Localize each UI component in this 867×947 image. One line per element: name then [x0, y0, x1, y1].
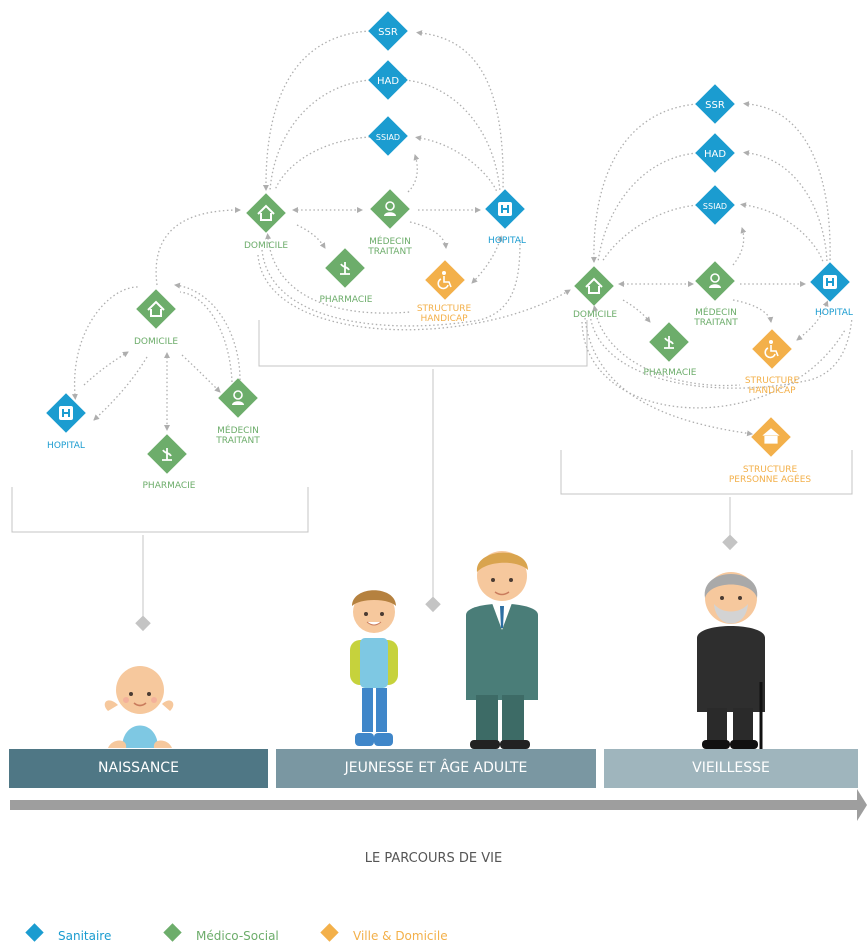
label-handicap-line1: STRUCTURE — [416, 304, 472, 314]
label-medecin-line1: MÉDECIN — [369, 237, 411, 247]
label-domicile: DOMICILE — [572, 310, 618, 320]
node-text: SSIAD — [376, 133, 400, 142]
pharmacy-icon — [340, 262, 350, 275]
cluster-vieillesse — [581, 101, 853, 437]
bracket-naissance — [11, 487, 309, 533]
node-hopital — [485, 189, 525, 229]
node-text: SSR — [705, 100, 725, 111]
wheelchair-icon — [442, 271, 446, 275]
house-icon — [257, 204, 275, 221]
house-icon — [147, 300, 165, 317]
label-domicile: DOMICILE — [243, 241, 289, 251]
legend-ville-domicile-label: Ville & Domicile — [353, 929, 448, 943]
label-medecin-line2: TRAITANT — [694, 318, 738, 328]
node-pharmacie — [649, 322, 689, 362]
label-handicap-line1: STRUCTURE — [744, 376, 800, 386]
adult-illustration — [466, 551, 538, 749]
node-medecin — [218, 378, 258, 418]
label-hopital: HOPITAL — [47, 441, 85, 451]
label-medecin-line1: MÉDECIN — [695, 308, 737, 318]
label-handicap-line2: HANDICAP — [420, 314, 468, 324]
timeline-arrowhead — [857, 789, 867, 821]
connector-diamond — [135, 615, 151, 632]
node-pharmacie — [147, 434, 187, 474]
node-ssr: SSR — [368, 11, 408, 51]
node-had: HAD — [368, 60, 408, 100]
legend-medico-social-label: Médico-Social — [196, 929, 279, 943]
node-text: SSR — [378, 27, 398, 38]
node-domicile — [136, 289, 176, 329]
legend-sanitaire-label: Sanitaire — [58, 929, 112, 943]
connector-diamond — [425, 596, 441, 613]
timeline-label: LE PARCOURS DE VIE — [364, 851, 503, 866]
stage-naissance: NAISSANCE — [9, 749, 268, 788]
node-text: HAD — [704, 149, 726, 160]
doctor-icon — [710, 273, 720, 283]
node-text: HAD — [377, 76, 399, 87]
label-pharmacie: PHARMACIE — [142, 481, 196, 491]
cluster-jeunesse — [257, 30, 571, 331]
node-structure-handicap — [752, 329, 792, 369]
doctor-icon — [233, 390, 243, 400]
label-handicap-line2: HANDICAP — [748, 386, 796, 396]
connector-diamond — [722, 534, 738, 551]
stage-jeunesse: JEUNESSE ET ÂGE ADULTE — [276, 749, 596, 788]
node-domicile — [246, 193, 286, 233]
label-domicile: DOMICILE — [133, 337, 179, 347]
wheelchair-icon — [769, 340, 773, 344]
label-agees-line2: PERSONNE AGÉES — [728, 475, 812, 485]
label-agees-line1: STRUCTURE — [742, 465, 798, 475]
node-ssiad: SSIAD — [368, 116, 408, 156]
house-icon — [585, 277, 603, 294]
label-pharmacie: PHARMACIE — [319, 295, 373, 305]
node-text: SSIAD — [703, 202, 727, 211]
node-pharmacie — [325, 248, 365, 288]
pharmacy-icon — [162, 448, 172, 461]
label-medecin-line2: TRAITANT — [368, 247, 412, 257]
cluster-naissance — [71, 207, 241, 431]
node-had: HAD — [695, 133, 735, 173]
pharmacy-icon — [664, 336, 674, 349]
node-hopital — [810, 262, 850, 302]
timeline-bar — [10, 800, 857, 810]
node-medecin — [695, 261, 735, 301]
elderly-illustration — [697, 572, 765, 749]
label-medecin-line1: MÉDECIN — [217, 426, 259, 436]
label-medecin-line2: TRAITANT — [216, 436, 260, 446]
node-ssiad: SSIAD — [695, 185, 735, 225]
label-pharmacie: PHARMACIE — [643, 368, 697, 378]
building-icon — [762, 428, 780, 444]
doctor-icon — [385, 201, 395, 211]
node-hopital — [46, 393, 86, 433]
label-hopital: HOPITAL — [488, 236, 526, 246]
node-structure-personnes-agees — [751, 417, 791, 457]
label-hopital: HOPITAL — [815, 308, 853, 318]
bracket-vieillesse — [560, 450, 853, 495]
node-ssr: SSR — [695, 84, 735, 124]
node-structure-handicap — [425, 260, 465, 300]
baby-illustration — [104, 666, 174, 748]
child-illustration — [350, 590, 398, 746]
bracket-jeunesse — [258, 320, 588, 367]
node-medecin — [370, 189, 410, 229]
node-domicile — [574, 266, 614, 306]
stage-vieillesse: VIEILLESSE — [604, 749, 858, 788]
